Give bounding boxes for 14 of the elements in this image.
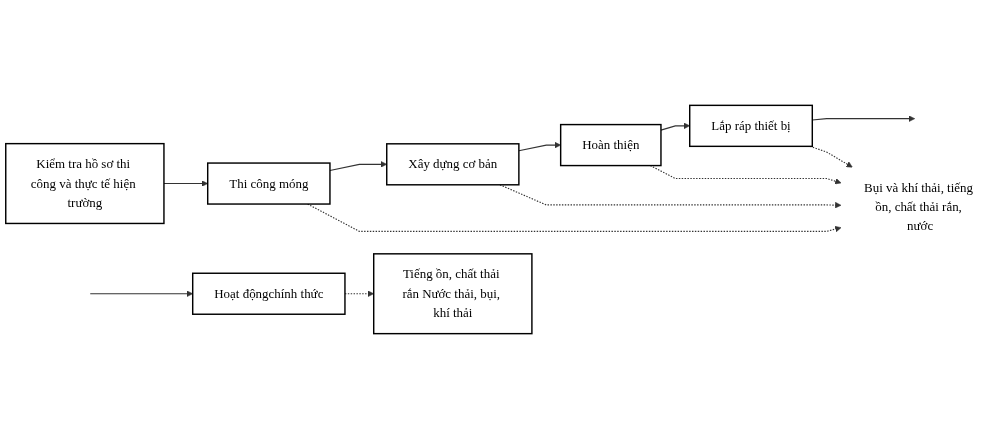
arrow xyxy=(518,141,561,152)
node-box: Thi công móng xyxy=(207,162,331,205)
node-box: Xây dựng cơ bản xyxy=(386,143,520,186)
node-box: Hoàn thiện xyxy=(559,123,662,167)
node-box: Tiếng ồn, chất thải rắn Nước thải, bụi, khí thải xyxy=(373,253,533,335)
arrow xyxy=(499,184,842,209)
node-box: Kiểm tra hồ sơ thi công và thực tế hiện trường xyxy=(5,142,165,225)
node-text: Bụi và khí thải, tiếng ồn, chất thải rắn, nước xyxy=(864,180,973,234)
arrow xyxy=(163,180,208,187)
arrow xyxy=(307,203,842,233)
node-box: Hoạt độngchính thức xyxy=(192,272,346,315)
arrow xyxy=(660,122,690,131)
node-box: Lắp ráp thiết bị xyxy=(689,104,813,148)
arrow xyxy=(89,290,193,297)
